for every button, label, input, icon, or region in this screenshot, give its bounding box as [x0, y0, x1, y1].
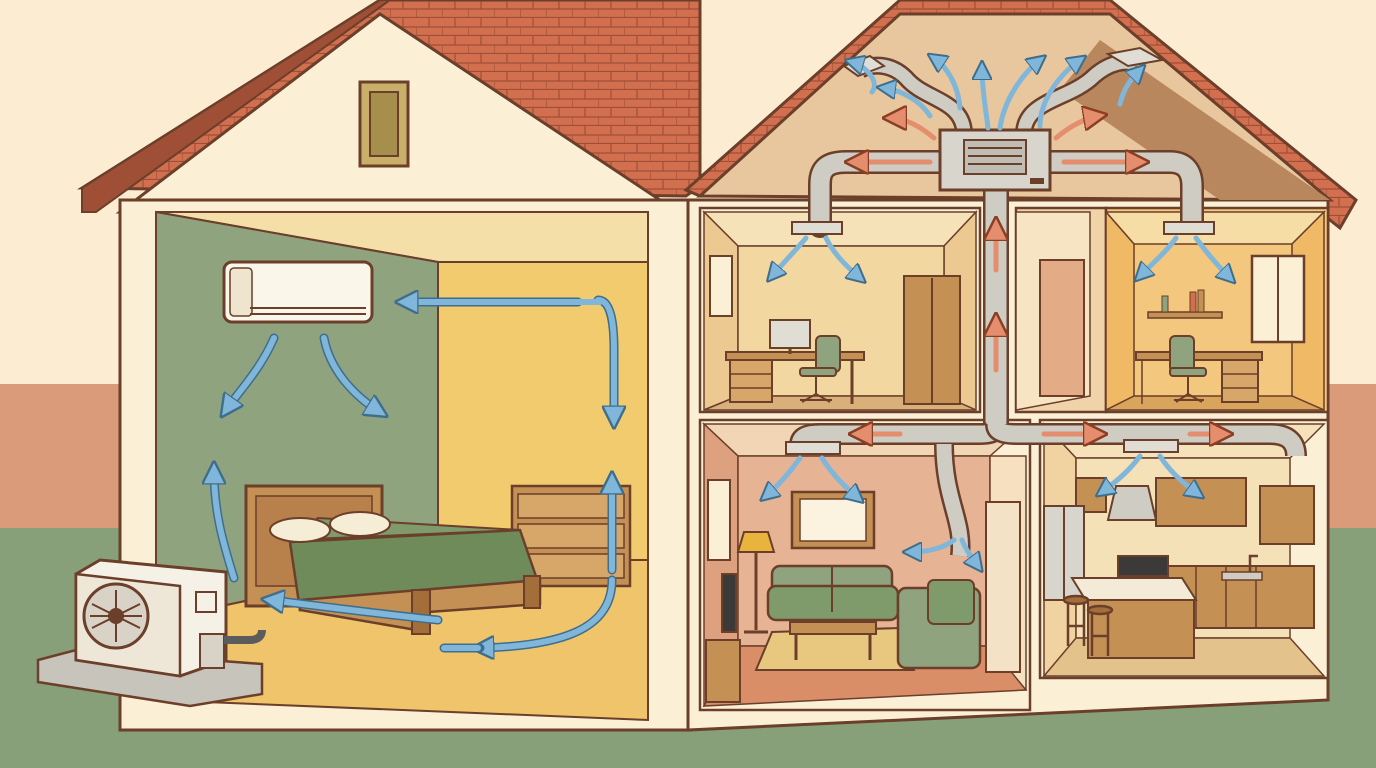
office-right [1104, 206, 1330, 414]
office-chair [799, 335, 841, 403]
pillow [329, 511, 391, 537]
ceiling-vents [785, 46, 1215, 455]
vent-register-icon [1105, 46, 1165, 68]
refrigerant-line [224, 629, 266, 644]
coffee-table [789, 621, 877, 660]
right-wing-airflow [766, 58, 1230, 566]
window [709, 255, 733, 317]
bed [244, 484, 542, 635]
sink-faucet [1221, 554, 1263, 581]
sofa [766, 564, 900, 622]
kitchen [1038, 418, 1330, 680]
monitor [769, 319, 811, 349]
bedroom [155, 210, 649, 722]
attic-air-handler [938, 128, 1052, 192]
office-chair [1169, 335, 1207, 403]
office-left [698, 206, 982, 414]
bar-stool [1062, 594, 1114, 656]
vent-register-icon [1163, 221, 1215, 235]
door [985, 501, 1021, 673]
floor-lamp [736, 531, 776, 634]
outdoor-condenser-unit [36, 558, 266, 708]
pillow [269, 517, 331, 543]
range-hood [1106, 485, 1158, 521]
mini-split-indoor-unit [222, 260, 374, 324]
vent-register-icon [791, 221, 843, 235]
living-room [698, 418, 1032, 712]
vent-register-icon [1123, 439, 1179, 453]
tv-stand [705, 639, 741, 703]
bedroom-airflow [214, 300, 614, 648]
television [721, 573, 737, 633]
armchair [896, 579, 982, 670]
roof-left-fascia [81, 0, 392, 213]
hallway [1014, 206, 1108, 414]
doorway [1039, 259, 1085, 397]
stove [1117, 555, 1169, 577]
desk [725, 351, 865, 361]
kitchen-island [1070, 577, 1198, 659]
vent-register-icon [785, 441, 841, 455]
window [707, 479, 731, 561]
desk [1135, 351, 1263, 361]
wall-shelf [1147, 311, 1223, 319]
